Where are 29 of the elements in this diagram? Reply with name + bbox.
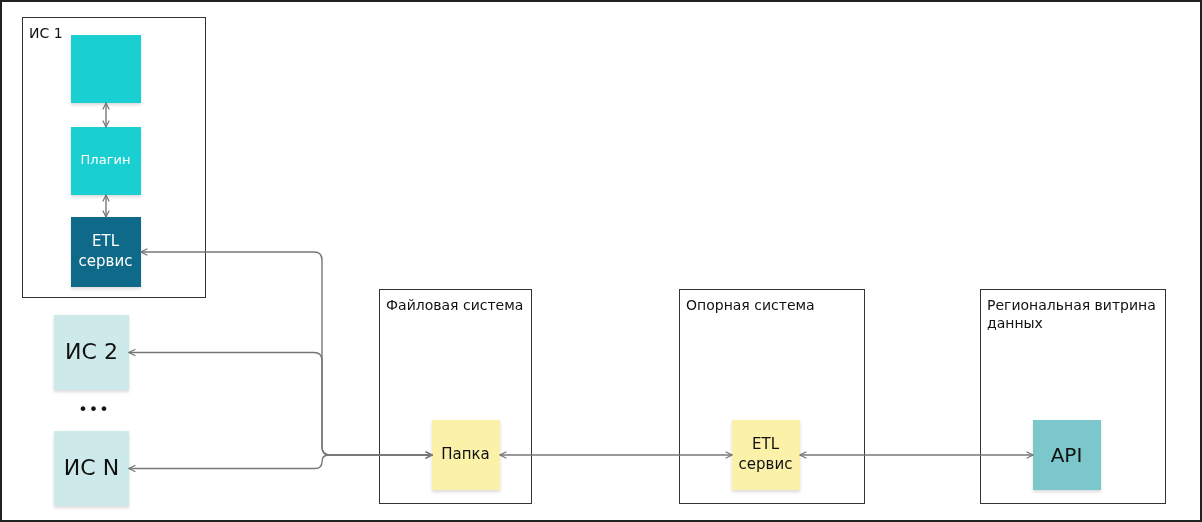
ellipsis-label: •••: [77, 400, 111, 419]
system-container: [379, 289, 532, 504]
storage-box: [731, 419, 800, 490]
connector-arrow: [102, 102, 110, 128]
node-label: ETL сервис: [77, 232, 134, 271]
storage-box: [431, 419, 500, 490]
system-box: [54, 431, 129, 506]
container-title: ИС 1: [29, 24, 63, 43]
system-container: [980, 289, 1166, 504]
service-box: [70, 216, 141, 287]
container-title: Опорная система: [686, 296, 815, 315]
connector-arrow: [499, 451, 733, 459]
node-label: ИС 2: [65, 338, 118, 367]
system-container: [679, 289, 865, 504]
component-box: [70, 34, 141, 103]
node-label: ETL сервис: [737, 435, 794, 474]
container-title: Файловая система: [386, 296, 524, 315]
system-box: [54, 315, 129, 390]
connector-arrow: [102, 194, 110, 218]
node-label: API: [1050, 441, 1083, 468]
connector-arrow: [799, 451, 1034, 459]
connector-arrow: [128, 451, 433, 473]
component-box: [70, 126, 141, 195]
node-label: ИС N: [63, 454, 120, 483]
system-container: [22, 17, 206, 298]
node-label: Плагин: [80, 152, 131, 169]
node-label: Папка: [441, 444, 490, 465]
api-box: [1032, 419, 1101, 490]
container-title: Региональная витрина данных: [987, 296, 1157, 333]
